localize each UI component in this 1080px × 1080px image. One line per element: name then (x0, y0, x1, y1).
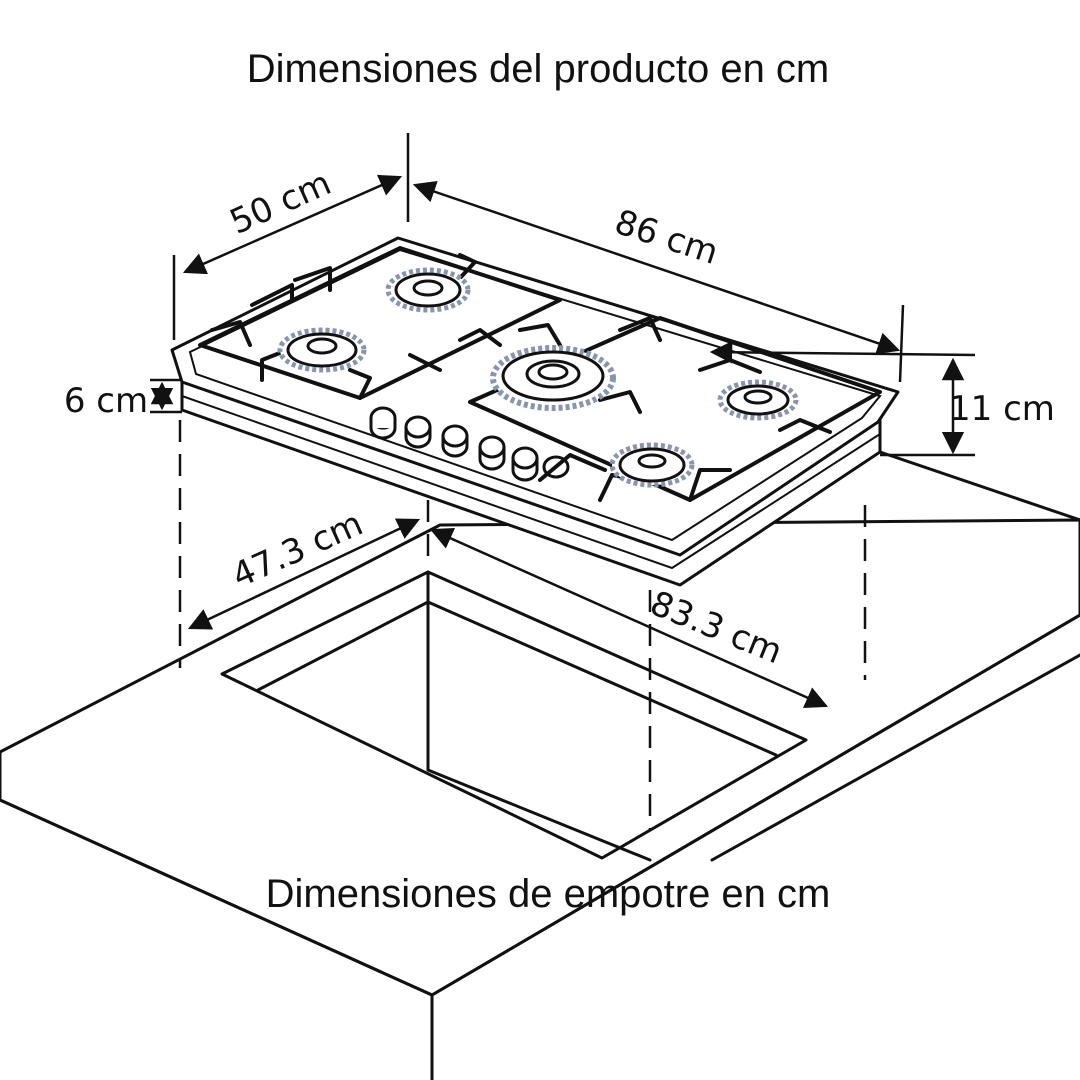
countertop-right-edge (430, 613, 1080, 997)
product-dimensions-title: Dimensiones del producto en cm (247, 47, 830, 91)
knob-2 (404, 415, 432, 449)
embed-dimensions-title: Dimensiones de empotre en cm (266, 872, 831, 916)
knob-3 (441, 424, 469, 458)
knob-1 (369, 406, 397, 440)
knob-5 (511, 446, 539, 482)
height-label: 11 cm (949, 389, 1055, 429)
cutout-inner-floor (426, 768, 652, 862)
width-label: 86 cm (610, 202, 723, 273)
control-knobs (369, 406, 570, 482)
dimension-arrow-cutout-depth (187, 518, 421, 630)
burner-back-right (717, 379, 799, 421)
dimension-lines (150, 133, 976, 709)
burner-front-right (609, 442, 695, 488)
countertop-lower-edge (710, 653, 1080, 862)
burner-back-left (385, 267, 471, 313)
burner-center-large (490, 345, 616, 411)
dimension-arrow-cutout-width (429, 527, 829, 709)
knob-4 (478, 435, 506, 471)
countertop-back-edge (878, 450, 1080, 522)
burner-front-left (277, 327, 367, 373)
dimension-arrow-width (412, 180, 901, 355)
dimension-arrow-depth (182, 174, 403, 275)
thickness-label: 6 cm (64, 381, 148, 421)
